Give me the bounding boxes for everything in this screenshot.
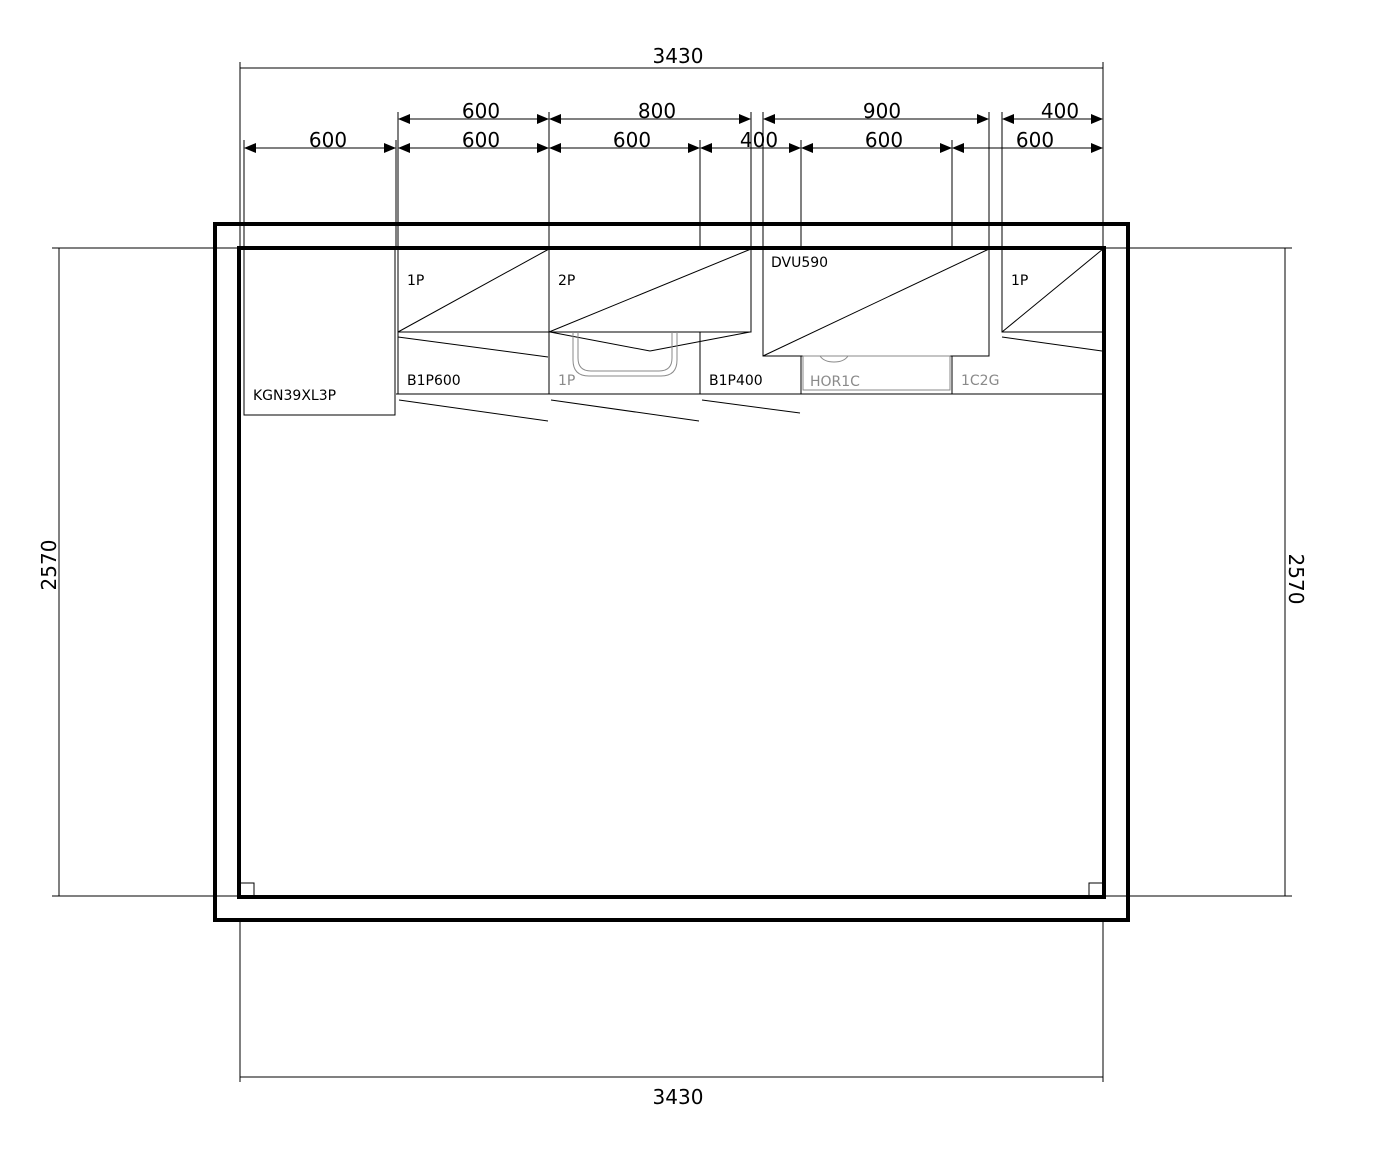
base-1c2g-label: 1C2G (961, 373, 999, 389)
fridge-box (243, 248, 396, 416)
dim-lower-1: 600 (309, 128, 347, 152)
dim-lower-4: 400 (740, 128, 778, 152)
extension-lines (52, 62, 1292, 1082)
wall-cabinet-1p-left-label: 1P (407, 273, 424, 289)
wall-cabinet-1p-right-label: 1P (1011, 273, 1028, 289)
dimension-lines (58, 67, 1286, 1078)
sink-unit (572, 332, 678, 377)
dim-lower-6: 600 (1016, 128, 1054, 152)
wall-cabinet-2p-label: 2P (558, 273, 575, 289)
dim-lower-2: 600 (462, 128, 500, 152)
dim-total-bottom: 3430 (653, 1085, 704, 1109)
oven-unit (802, 355, 951, 391)
dim-lower-3: 600 (613, 128, 651, 152)
dim-lower-5: 600 (865, 128, 903, 152)
base-b1p600-label: B1P600 (407, 373, 461, 389)
dim-upper-1: 600 (462, 99, 500, 123)
dim-upper-3: 900 (863, 99, 901, 123)
fridge-label: KGN39XL3P (253, 388, 336, 404)
dim-right-height: 2570 (1284, 554, 1308, 605)
wall-cabinet-1p-left (397, 248, 550, 358)
oven-label: HOR1C (810, 374, 860, 390)
wall-cabinet-1p-right (1001, 248, 1104, 352)
sink-label: 1P (558, 373, 575, 389)
base-door-swings (398, 399, 801, 422)
corner-marker-left (239, 882, 255, 897)
corner-marker-right (1088, 882, 1104, 897)
outer-wall (213, 222, 1130, 922)
base-b1p400-label: B1P400 (709, 373, 763, 389)
dim-total-top: 3430 (653, 44, 704, 68)
inner-wall (237, 246, 1106, 899)
hood-label: DVU590 (771, 255, 828, 271)
dim-upper-2: 800 (638, 99, 676, 123)
dim-left-height: 2570 (37, 540, 61, 591)
wall-cabinet-2p (548, 248, 752, 352)
dim-upper-4: 400 (1041, 99, 1079, 123)
base-cabinets (396, 332, 1103, 395)
